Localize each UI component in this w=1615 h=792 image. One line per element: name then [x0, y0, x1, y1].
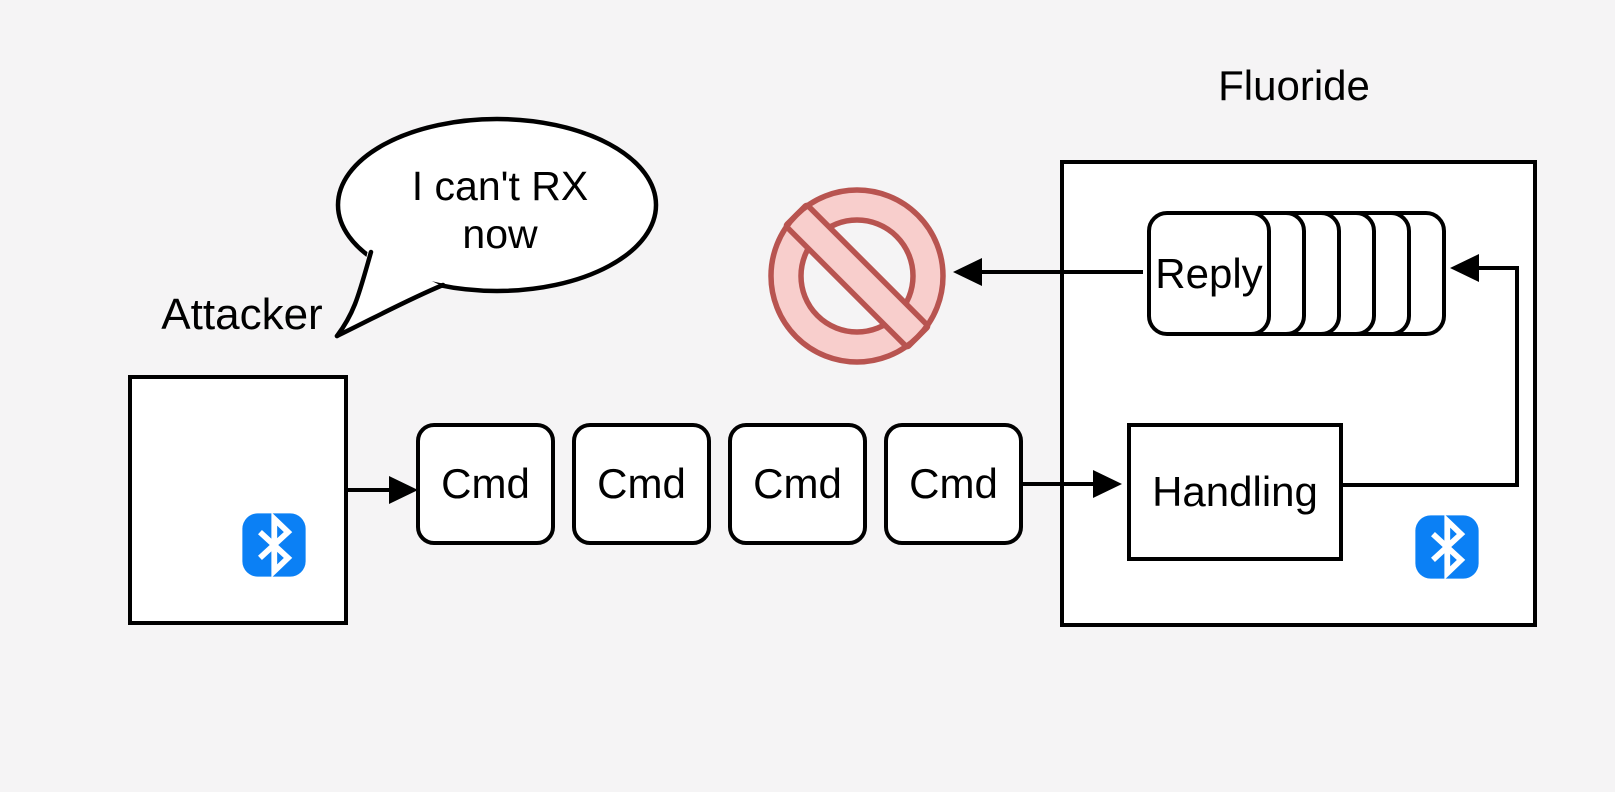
arrow-head — [953, 258, 982, 286]
handling-box: Handling — [1127, 423, 1343, 561]
bluetooth-icon — [242, 512, 306, 578]
bluetooth-icon — [1415, 514, 1479, 580]
attacker-to-cmd-arrow — [348, 476, 418, 504]
no-entry-icon — [768, 187, 946, 365]
cmd-label: Cmd — [909, 460, 998, 507]
bluetooth-rune — [258, 512, 293, 578]
reply-box: Reply — [1147, 211, 1271, 336]
handling-label: Handling — [1152, 468, 1318, 515]
speech-bubble-text: I can't RX now — [370, 162, 630, 258]
cmd-label: Cmd — [597, 460, 686, 507]
fluoride-title: Fluoride — [1218, 62, 1370, 109]
reply-label: Reply — [1155, 249, 1263, 297]
cmd-label: Cmd — [441, 460, 530, 507]
no-entry-inner-edge — [798, 217, 916, 335]
cmd-label: Cmd — [753, 460, 842, 507]
bluetooth-rune — [1431, 514, 1466, 580]
fluoride-box: Reply Handling — [1060, 160, 1537, 627]
bubble-line-2: now — [462, 211, 538, 257]
cmd-box: Cmd — [572, 423, 711, 545]
cmd-box: Cmd — [728, 423, 867, 545]
attacker-label: Attacker — [161, 290, 323, 339]
arrow-head — [389, 476, 418, 504]
attacker-box — [128, 375, 348, 625]
no-entry-outer-edge — [768, 187, 946, 365]
cmd-box: Cmd — [884, 423, 1023, 545]
bubble-line-1: I can't RX — [411, 163, 589, 209]
no-entry-slash — [783, 202, 931, 350]
no-entry-ring — [771, 190, 943, 362]
cmd-box: Cmd — [416, 423, 555, 545]
